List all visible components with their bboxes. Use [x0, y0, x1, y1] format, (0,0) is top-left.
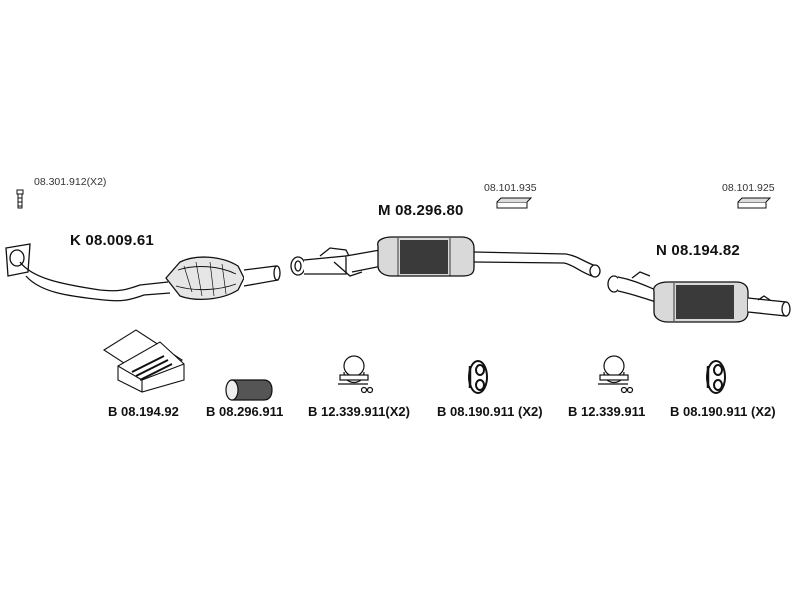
- rubber-ring-2-qty: (X2): [750, 404, 776, 419]
- rubber-mount-middle-code: 08.101.935: [484, 182, 537, 194]
- middle-silencer-part: [290, 236, 601, 278]
- clamp-1-qty: (X2): [385, 404, 410, 419]
- rubber-mount-middle-part: [496, 197, 533, 209]
- front-catalyst-pipe-code: K 08.009.61: [70, 232, 154, 249]
- clamp-2-part: [598, 355, 634, 394]
- rubber-ring-1-qty: (X2): [517, 404, 543, 419]
- rubber-ring-1-code: B 08.190.911: [437, 404, 515, 419]
- rubber-mount-rear-code: 08.101.925: [722, 182, 775, 194]
- bolt-part: [16, 189, 24, 209]
- mounting-kit-code: B 08.194.92: [108, 404, 179, 419]
- clamp-1-code: B 12.339.911: [308, 404, 386, 419]
- clamp-1-label: B 12.339.911(X2): [308, 404, 410, 419]
- rear-silencer-code: N 08.194.82: [656, 242, 740, 259]
- rubber-ring-1-label: B 08.190.911 (X2): [437, 404, 543, 419]
- bolt-code: 08.301.912: [34, 176, 87, 188]
- rubber-ring-2-code: B 08.190.911: [670, 404, 748, 419]
- mounting-kit-part: [102, 329, 185, 393]
- rear-silencer-part: [607, 271, 791, 323]
- front-catalyst-pipe-part: [5, 243, 281, 302]
- pipe-sleeve-code: B 08.296.911: [206, 404, 284, 419]
- pipe-sleeve-part: [225, 379, 273, 401]
- rubber-mount-rear-part: [737, 197, 772, 209]
- clamp-2-code: B 12.339.911: [568, 404, 646, 419]
- middle-silencer-code: M 08.296.80: [378, 202, 464, 219]
- bolt-qty: (X2): [86, 176, 107, 188]
- rubber-ring-2-part: [706, 360, 726, 394]
- rubber-ring-1-part: [468, 360, 488, 394]
- bolt-label: 08.301.912(X2): [34, 176, 106, 188]
- clamp-1-part: [338, 355, 374, 394]
- rubber-ring-2-label: B 08.190.911 (X2): [670, 404, 776, 419]
